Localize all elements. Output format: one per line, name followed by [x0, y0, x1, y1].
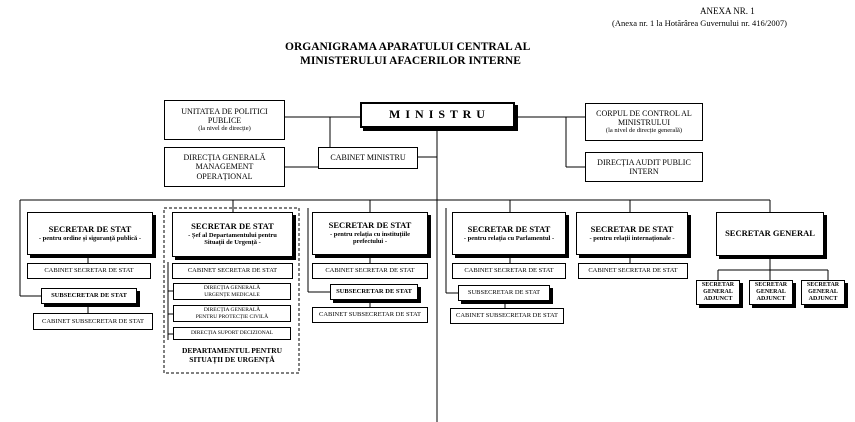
- ccm-line1: CORPUL DE CONTROL AL: [596, 109, 692, 119]
- departament-line2: SITUAȚII DE URGENȚĂ: [189, 355, 275, 364]
- sec1-cabinet-sub-label: CABINET SUBSECRETAR DE STAT: [42, 317, 144, 325]
- sec1-subsecretar-box: SUBSECRETAR DE STAT: [41, 288, 137, 304]
- dgmo-line2: MANAGEMENT: [195, 162, 254, 172]
- dg-protectie-civila-box: DIRECȚIA GENERALĂ PENTRU PROTECȚIE CIVIL…: [173, 305, 291, 322]
- sec2-subtitle-line2: Situații de Urgență -: [204, 239, 261, 247]
- sga1-line1: SECRETAR: [701, 282, 735, 289]
- sec2-cabinet-label: CABINET SECRETAR DE STAT: [187, 267, 278, 275]
- departament-line1: DEPARTAMENTUL PENTRU: [181, 346, 283, 355]
- sec4-cabinet-sub-box: CABINET SUBSECRETAR DE STAT: [450, 308, 564, 324]
- secretar-stat-parlament-box: SECRETAR DE STAT - pentru relația cu Par…: [452, 212, 566, 255]
- sec2-title: SECRETAR DE STAT: [191, 221, 274, 232]
- sga3-line2: GENERAL: [808, 289, 838, 296]
- secretar-general-box: SECRETAR GENERAL: [716, 212, 824, 256]
- directia-suport-decizional-box: DIRECȚIA SUPORT DECIZIONAL: [173, 327, 291, 340]
- sec3-title: SECRETAR DE STAT: [328, 220, 412, 231]
- cabinet-ministru-box: CABINET MINISTRU: [318, 147, 418, 169]
- dir2-line1: DIRECȚIA GENERALĂ: [203, 307, 261, 314]
- sec1-title: SECRETAR DE STAT: [48, 223, 132, 234]
- secretar-general-label: SECRETAR GENERAL: [725, 228, 815, 239]
- sga-box-1: SECRETAR GENERAL ADJUNCT: [696, 280, 740, 305]
- dir1-line1: DIRECȚIA GENERALĂ: [203, 285, 261, 292]
- annex-title: ANEXA NR. 1: [700, 6, 755, 16]
- sec3-cabinet-label: CABINET SECRETAR DE STAT: [325, 267, 415, 275]
- upp-line3: (la nivel de direcție): [198, 125, 251, 133]
- ministru-label: M I N I S T R U: [389, 107, 486, 122]
- upp-line2: PUBLICE: [207, 116, 242, 126]
- sec4-title: SECRETAR DE STAT: [467, 223, 551, 234]
- dgmo-line3: OPERAȚIONAL: [196, 171, 253, 181]
- dap-line2: INTERN: [629, 167, 659, 176]
- sec4-subsecretar-label: SUBSECRETAR DE STAT: [467, 289, 541, 297]
- corpul-control-box: CORPUL DE CONTROL AL MINISTRULUI (la niv…: [585, 103, 703, 141]
- sec1-cabinet-box: CABINET SECRETAR DE STAT: [27, 263, 151, 279]
- dir2-line2: PENTRU PROTECȚIE CIVILĂ: [195, 313, 269, 320]
- ccm-line3: (la nivel de direcție generală): [605, 127, 683, 135]
- sga3-line1: SECRETAR: [806, 282, 840, 289]
- secretar-stat-internationale-box: SECRETAR DE STAT - pentru relații intern…: [576, 212, 688, 255]
- sec5-cabinet-label: CABINET SECRETAR DE STAT: [588, 267, 678, 275]
- unitatea-politici-publice-box: UNITATEA DE POLITICI PUBLICE (la nivel d…: [164, 100, 285, 140]
- sec1-subsecretar-label: SUBSECRETAR DE STAT: [51, 292, 127, 300]
- dg-urgente-medicale-box: DIRECȚIA GENERALĂ URGENȚE MEDICALE: [173, 283, 291, 300]
- sec3-cabinet-sub-box: CABINET SUBSECRETAR DE STAT: [312, 307, 428, 323]
- sec3-cabinet-sub-label: CABINET SUBSECRETAR DE STAT: [319, 311, 421, 319]
- sga2-line1: SECRETAR: [754, 282, 788, 289]
- heading-line1: ORGANIGRAMA APARATULUI CENTRAL AL: [285, 41, 531, 53]
- sec1-subtitle: - pentru ordine și siguranță publică -: [38, 234, 142, 242]
- sga-box-2: SECRETAR GENERAL ADJUNCT: [749, 280, 793, 305]
- sec4-cabinet-sub-label: CABINET SUBSECRETAR DE STAT: [456, 312, 558, 320]
- sec4-cabinet-box: CABINET SECRETAR DE STAT: [452, 263, 566, 279]
- ccm-line2: MINISTRULUI: [618, 118, 670, 128]
- sga2-line2: GENERAL: [756, 289, 786, 296]
- heading-line2: MINISTERULUI AFACERILOR INTERNE: [300, 55, 521, 67]
- sec1-cabinet-sub-box: CABINET SUBSECRETAR DE STAT: [33, 313, 153, 330]
- upp-line1: UNITATEA DE POLITICI: [181, 107, 268, 117]
- sec4-subsecretar-box: SUBSECRETAR DE STAT: [458, 285, 550, 301]
- sec4-cabinet-label: CABINET SECRETAR DE STAT: [464, 267, 554, 275]
- sga1-line2: GENERAL: [703, 289, 733, 296]
- dir1-line2: URGENȚE MEDICALE: [204, 291, 260, 298]
- sec3-subtitle-line2: prefectului -: [353, 238, 387, 246]
- ministru-box: M I N I S T R U: [360, 102, 515, 128]
- sec3-subsecretar-label: SUBSECRETAR DE STAT: [336, 288, 412, 296]
- sec3-cabinet-box: CABINET SECRETAR DE STAT: [312, 263, 428, 279]
- directia-audit-box: DIRECȚIA AUDIT PUBLIC INTERN: [585, 152, 703, 182]
- sec5-title: SECRETAR DE STAT: [590, 223, 674, 234]
- sga1-line3: ADJUNCT: [703, 295, 733, 302]
- sec3-subsecretar-box: SUBSECRETAR DE STAT: [330, 284, 418, 300]
- dgmo-line1: DIRECȚIA GENERALĂ: [183, 153, 266, 163]
- sec2-subtitle-line1: - Șef al Departamentului pentru: [188, 231, 277, 239]
- sec1-cabinet-label: CABINET SECRETAR DE STAT: [44, 267, 134, 275]
- dir3-label: DIRECȚIA SUPORT DECIZIONAL: [190, 330, 274, 337]
- sec3-subtitle-line1: - pentru relația cu instituțiile: [329, 230, 411, 238]
- dap-line1: DIRECȚIA AUDIT PUBLIC: [597, 157, 691, 167]
- annex-subtitle: (Anexa nr. 1 la Hotărârea Guvernului nr.…: [612, 18, 787, 28]
- sec5-subtitle: - pentru relații internaționale -: [589, 234, 675, 242]
- secretar-stat-dsu-box: SECRETAR DE STAT - Șef al Departamentulu…: [172, 212, 293, 257]
- sga2-line3: ADJUNCT: [756, 295, 786, 302]
- cabinet-ministru-label: CABINET MINISTRU: [330, 153, 406, 163]
- sec5-cabinet-box: CABINET SECRETAR DE STAT: [578, 263, 688, 279]
- sga3-line3: ADJUNCT: [808, 295, 838, 302]
- sec4-subtitle: - pentru relația cu Parlamentul -: [463, 234, 555, 242]
- sga-box-3: SECRETAR GENERAL ADJUNCT: [801, 280, 845, 305]
- sec2-cabinet-box: CABINET SECRETAR DE STAT: [172, 263, 293, 279]
- secretar-stat-prefect-box: SECRETAR DE STAT - pentru relația cu ins…: [312, 212, 428, 255]
- secretar-stat-ordine-box: SECRETAR DE STAT - pentru ordine și sigu…: [27, 212, 153, 255]
- directia-management-operational-box: DIRECȚIA GENERALĂ MANAGEMENT OPERAȚIONAL: [164, 147, 285, 187]
